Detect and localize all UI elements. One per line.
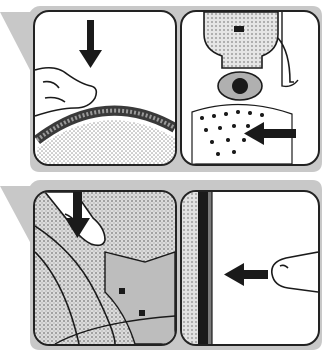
panel-insert-filter-ring bbox=[33, 10, 177, 166]
panel-press-into-slot bbox=[33, 190, 177, 346]
arrow-down-icon bbox=[79, 20, 102, 68]
hand-icon bbox=[35, 68, 96, 116]
finger-icon bbox=[272, 252, 318, 292]
arrow-left-icon bbox=[224, 263, 268, 286]
filter-ring-icon bbox=[37, 111, 175, 164]
instruction-strip-bottom bbox=[0, 180, 325, 352]
filter-ring-illustration bbox=[35, 12, 175, 164]
mount-plate-illustration bbox=[35, 192, 175, 344]
instruction-strip-top bbox=[0, 0, 325, 172]
panel-push-side-rail bbox=[180, 190, 320, 346]
side-rail-illustration bbox=[182, 192, 318, 344]
valve-icon bbox=[192, 72, 292, 164]
bottle-unit-illustration bbox=[182, 12, 318, 164]
panel-attach-bottle-unit bbox=[180, 10, 320, 166]
mount-plate-icon bbox=[35, 192, 175, 344]
rail-icon bbox=[182, 192, 212, 344]
